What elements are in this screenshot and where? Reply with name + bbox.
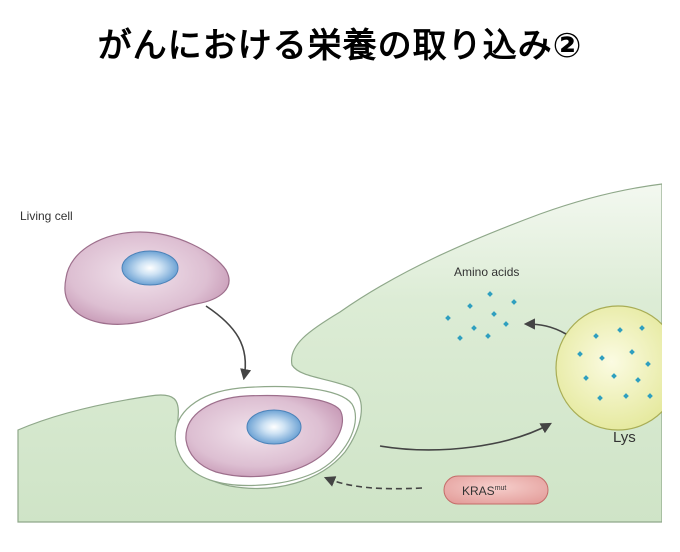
transport-arrow <box>379 422 552 451</box>
kras-badge <box>443 475 549 505</box>
lysosome-amino-acids <box>577 325 653 401</box>
cancer-cell-body <box>17 183 663 523</box>
kras-label: KRASmut <box>462 484 506 498</box>
kras-promotes-arrow <box>323 476 423 490</box>
amino-acid-dots <box>445 291 517 341</box>
engulfment-arrow <box>205 305 252 381</box>
amino-acids-label: Amino acids <box>454 265 519 279</box>
lysosome <box>555 305 680 431</box>
living-cell-label: Living cell <box>20 209 73 223</box>
engulfed-cell-nucleus <box>246 409 302 445</box>
lysosome-label: Lys <box>613 429 636 446</box>
kras-superscript: mut <box>495 485 507 492</box>
slide-title: がんにおける栄養の取り込み② <box>97 26 583 66</box>
living-cell-nucleus <box>121 250 179 286</box>
release-arrow <box>523 318 567 335</box>
